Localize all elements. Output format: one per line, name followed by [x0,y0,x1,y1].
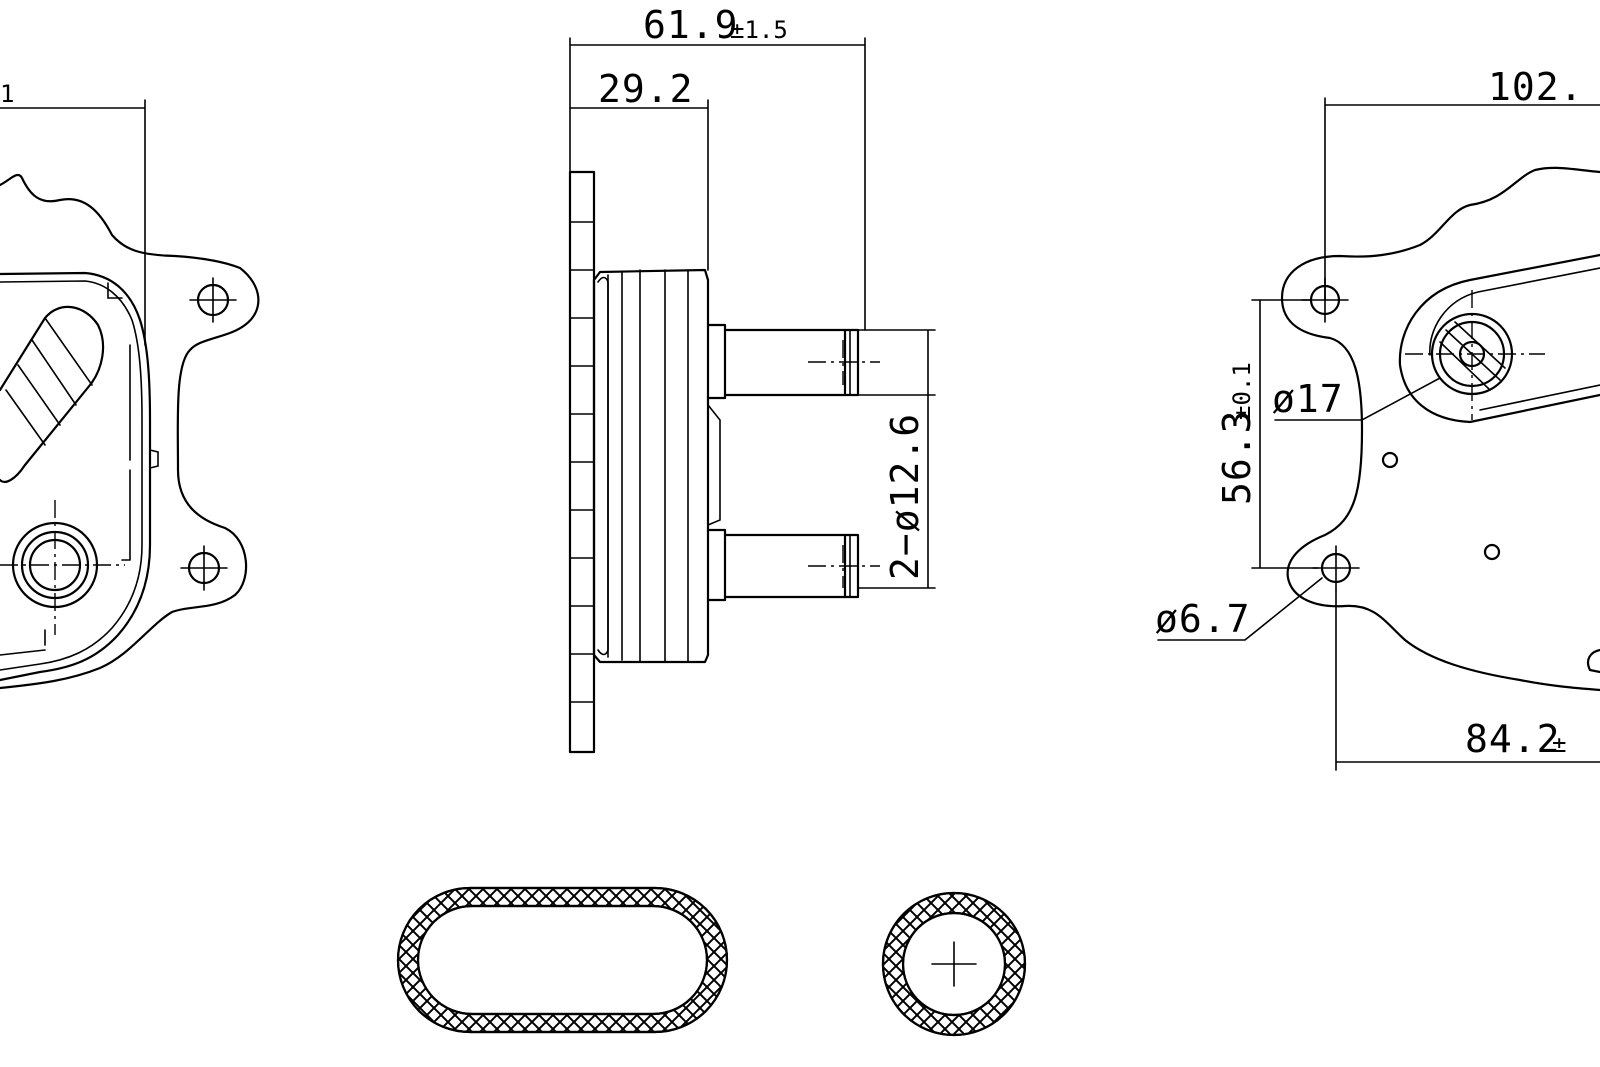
round-gasket [881,891,1027,1037]
front-view-left: 1 [0,80,260,690]
rear-view-right: 102. 56.3 ±0.1 ø17 ø6.7 84.2 ± [1155,65,1600,771]
overall-depth-label: 61.9 [643,3,739,47]
left-top-width-partial-label: 1 [0,80,14,108]
hole-spacing-label: 56.3 [1215,409,1259,505]
overall-depth-tolerance: ±1.5 [730,16,788,44]
mount-hole-lower-left [180,545,228,591]
side-view: 61.9 ±1.5 29.2 2−ø12.6 [568,3,936,754]
bottom-width-tolerance: ± [1552,730,1566,758]
mount-hole-diameter-label: ø6.7 [1155,597,1251,641]
body-depth-label: 29.2 [598,67,694,111]
bottom-width-label: 84.2 [1465,717,1561,761]
hole-spacing-tolerance: ±0.1 [1228,362,1256,420]
pipe-diameter-label: 2−ø12.6 [883,413,927,580]
mount-hole-upper-left [189,277,237,323]
mount-hole-lower-right [1312,545,1360,591]
port-diameter-label: ø17 [1272,377,1344,421]
oval-gasket [396,886,729,1034]
right-top-width-label: 102. [1488,65,1584,109]
